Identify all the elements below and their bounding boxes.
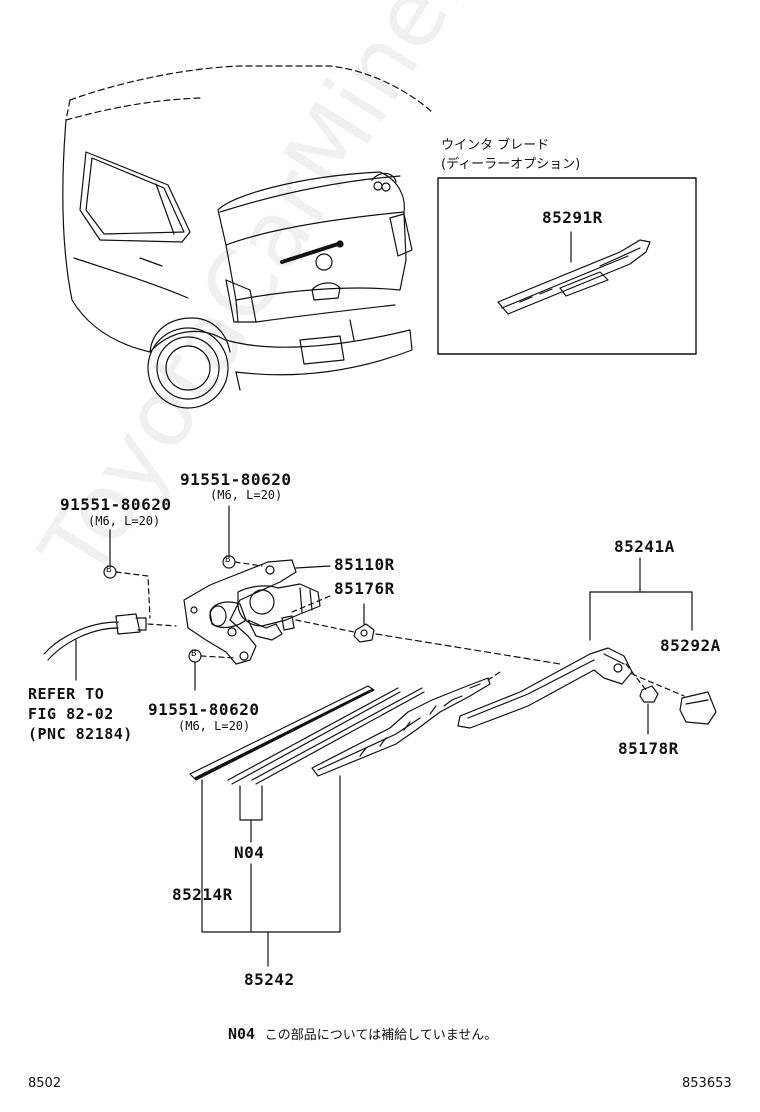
- bolt-left-part[interactable]: 91551-80620: [60, 495, 172, 514]
- car-illustration: [62, 65, 433, 409]
- part-label-85178R[interactable]: 85178R: [618, 739, 679, 758]
- bolt-marker-top: B: [225, 555, 231, 565]
- inset-title-line1: ウインタ ブレード: [441, 138, 550, 153]
- wiper-blades: [189, 671, 501, 785]
- bolt-top-part[interactable]: 91551-80620: [180, 470, 292, 489]
- bolt-marker-bottom: B: [191, 649, 197, 659]
- bolt-bottom-part[interactable]: 91551-80620: [148, 700, 260, 719]
- footer-right-code: 853653: [682, 1076, 732, 1091]
- inset-title-line2: (ディーラーオプション): [441, 157, 581, 172]
- reference-line1: REFER TO: [28, 685, 105, 703]
- note-line: N04 この部品については補給していません。: [228, 1024, 497, 1043]
- bolt-left-spec: (M6, L=20): [88, 514, 161, 528]
- arm-cover-85292A: [679, 691, 717, 725]
- bolt-marker-left: B: [106, 565, 112, 575]
- part-label-85241A[interactable]: 85241A: [614, 537, 675, 556]
- nut-85178R: [639, 685, 659, 735]
- note-text: この部品については補給していません。: [264, 1028, 498, 1043]
- part-label-85214R[interactable]: 85214R: [172, 885, 233, 904]
- cap-nut-85176R: [295, 603, 561, 665]
- part-label-85291R[interactable]: 85291R: [542, 208, 603, 227]
- inset-box: [437, 177, 697, 355]
- bolt-markers: [103, 505, 263, 691]
- reference-line2[interactable]: FIG 82-02: [28, 705, 114, 723]
- cap-nut-leader-a: [291, 595, 331, 613]
- part-label-N04[interactable]: N04: [234, 843, 265, 862]
- part-label-85110R[interactable]: 85110R: [334, 555, 395, 574]
- part-label-85176R[interactable]: 85176R: [334, 579, 395, 598]
- bolt-bottom-spec: (M6, L=20): [178, 719, 251, 733]
- motor-leader: [295, 565, 331, 569]
- blade-leaders: [201, 775, 341, 967]
- footer-left-code: 8502: [28, 1076, 62, 1091]
- note-code: N04: [228, 1025, 256, 1043]
- reference-line3: (PNC 82184): [28, 725, 133, 743]
- wire-harness: [43, 613, 177, 681]
- part-label-85242[interactable]: 85242: [244, 970, 295, 989]
- wiper-arm-85241A: [457, 557, 693, 729]
- bolt-top-spec: (M6, L=20): [210, 488, 283, 502]
- wiper-motor-assembly: [183, 559, 321, 665]
- part-label-85292A[interactable]: 85292A: [660, 636, 721, 655]
